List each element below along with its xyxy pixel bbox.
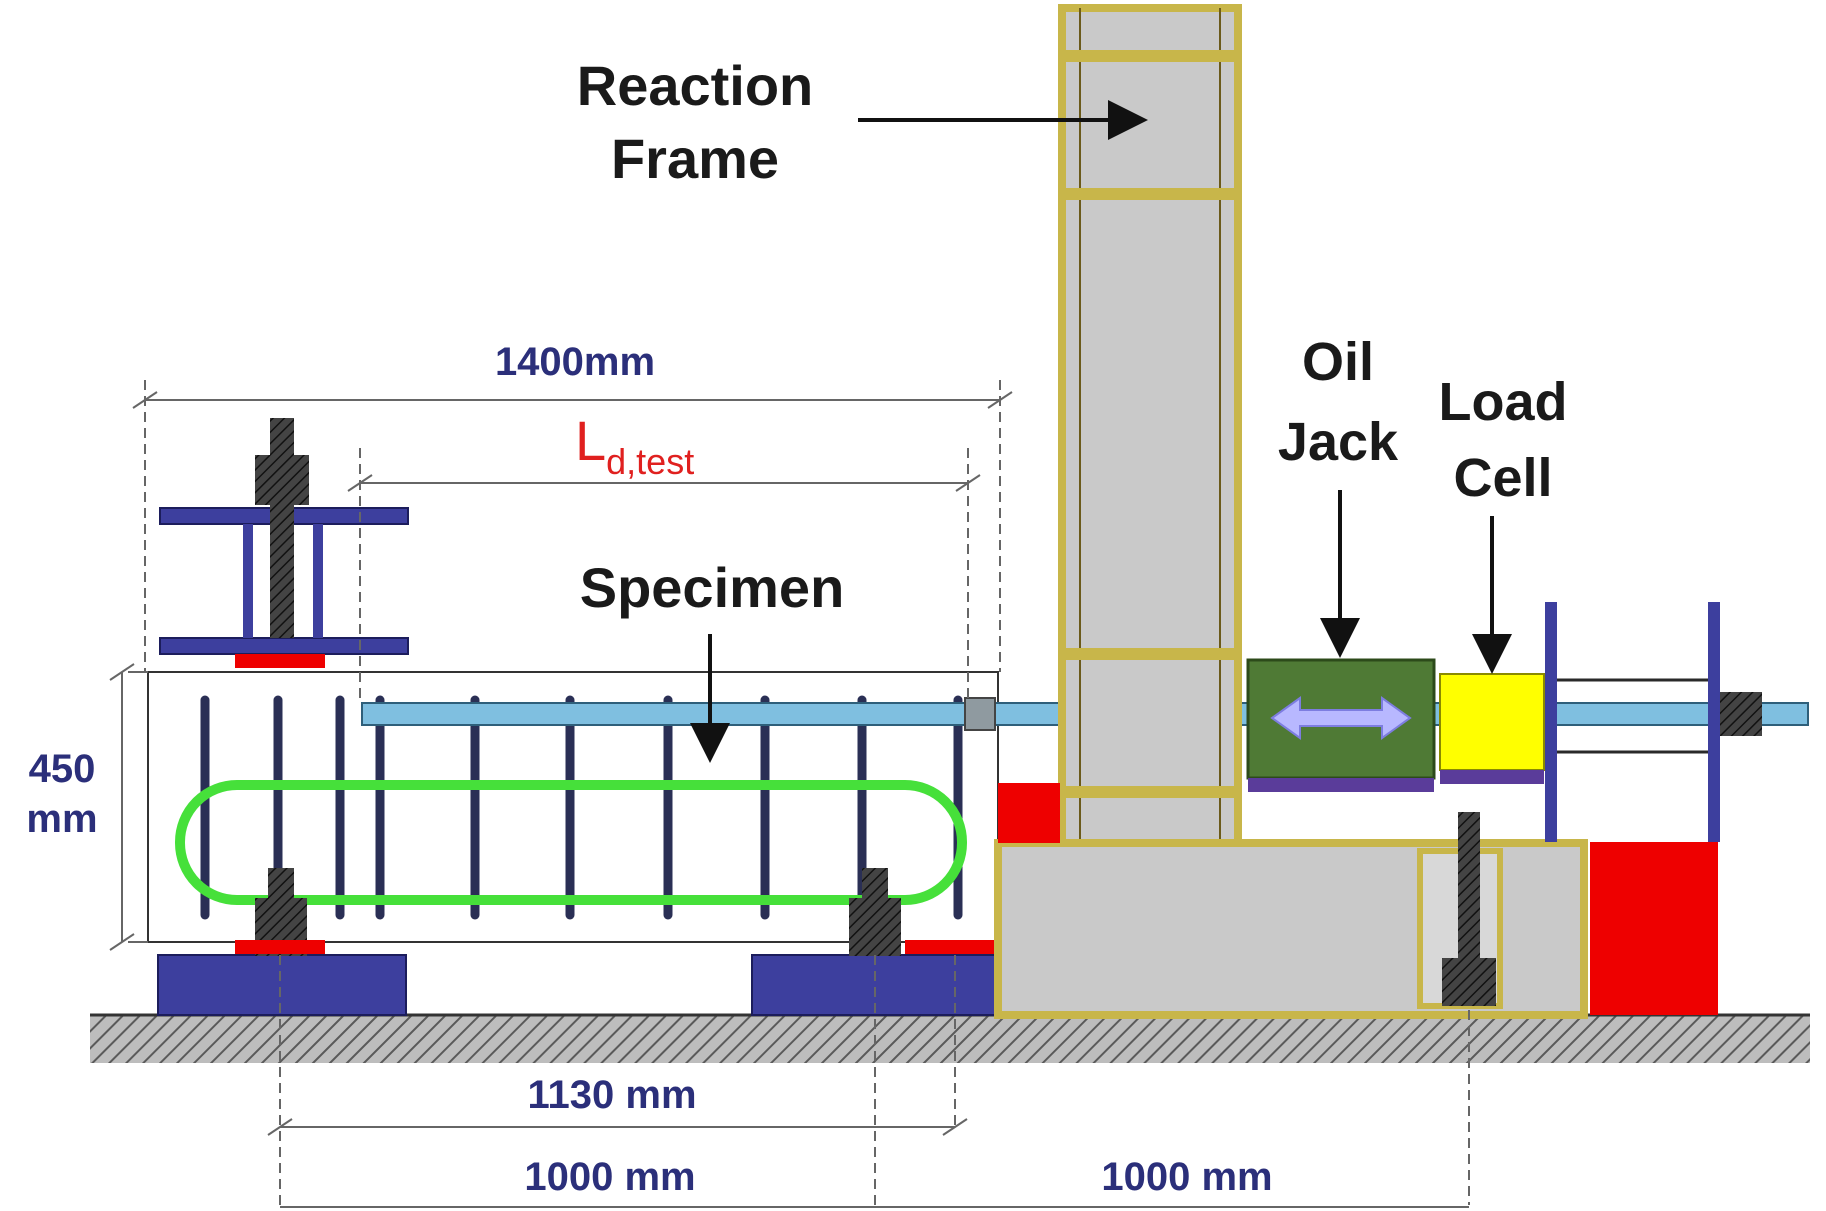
clamp-bottom-plate [159, 637, 409, 655]
clamp-nut [255, 455, 309, 505]
clamp-post-right [313, 524, 323, 638]
clamp-post-left [243, 524, 253, 638]
clamp-red-pad [235, 654, 325, 668]
dim-1400: 1400mm [495, 340, 655, 384]
left-red-pad [235, 940, 325, 954]
reaction-frame-column [1058, 4, 1242, 847]
load-cell-body [1439, 673, 1545, 771]
label-reaction: Reaction [577, 54, 814, 117]
mid-red-pad [905, 940, 997, 954]
right-rig-post-2 [1708, 602, 1720, 842]
load-cell-base [1440, 770, 1544, 784]
frame-rib-4 [1066, 786, 1234, 798]
dim-450-unit: mm [26, 797, 97, 841]
base-bolt-nut [1442, 958, 1496, 1006]
dim-1130: 1130 mm [527, 1073, 696, 1117]
label-frame: Frame [611, 127, 779, 190]
label-cell: Cell [1453, 448, 1552, 508]
dim-450: 450 [29, 747, 96, 791]
mid-support-nut [849, 898, 901, 956]
oil-jack-base [1248, 778, 1434, 792]
hoop-reinforcement [175, 780, 967, 905]
red-block-left [998, 783, 1060, 843]
red-block-right [1590, 842, 1718, 1015]
double-arrow-icon [1270, 696, 1412, 740]
dim-1000-left: 1000 mm [524, 1155, 695, 1199]
right-rig-post-1 [1545, 602, 1557, 842]
label-oil: Oil [1302, 332, 1374, 392]
base-bolt-rod [1458, 812, 1480, 980]
ground-hatch [90, 1015, 1810, 1063]
mid-support-bolt-top [862, 868, 888, 898]
dimension-lines [109, 380, 1470, 1208]
right-nut [1720, 692, 1762, 736]
bar-end-block [964, 697, 996, 731]
left-support-bolt-top [268, 868, 294, 898]
frame-rib-1 [1066, 50, 1234, 62]
dim-1000-right: 1000 mm [1101, 1155, 1272, 1199]
dim-ld-test: Ld,test [575, 409, 694, 482]
callout-arrows [690, 100, 1512, 763]
frame-rib-2 [1066, 188, 1234, 200]
frame-rib-3 [1066, 648, 1234, 660]
label-jack: Jack [1278, 412, 1399, 472]
clamp-threaded-rod [270, 418, 294, 638]
stirrups [200, 695, 963, 920]
label-load: Load [1439, 372, 1568, 432]
left-support-base [157, 954, 407, 1016]
label-specimen: Specimen [580, 556, 845, 619]
